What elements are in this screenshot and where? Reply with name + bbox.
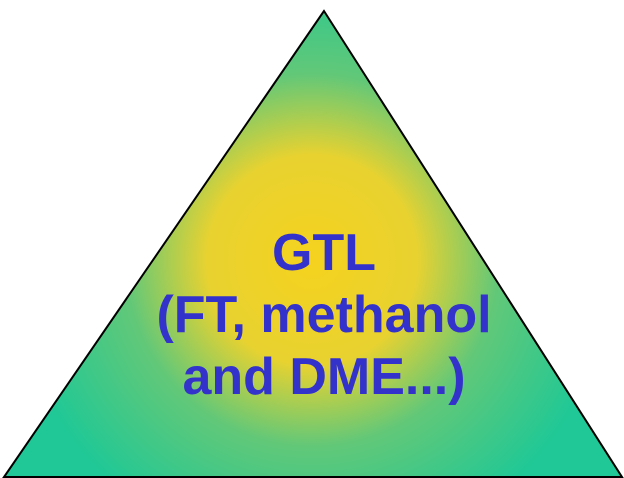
triangle-label: GTL (FT, methanol and DME...) [0,222,624,408]
label-line-2: (FT, methanol [156,286,492,344]
label-line-3: and DME...) [182,348,466,406]
label-line-1: GTL [272,224,376,282]
triangle-shape [2,9,624,478]
